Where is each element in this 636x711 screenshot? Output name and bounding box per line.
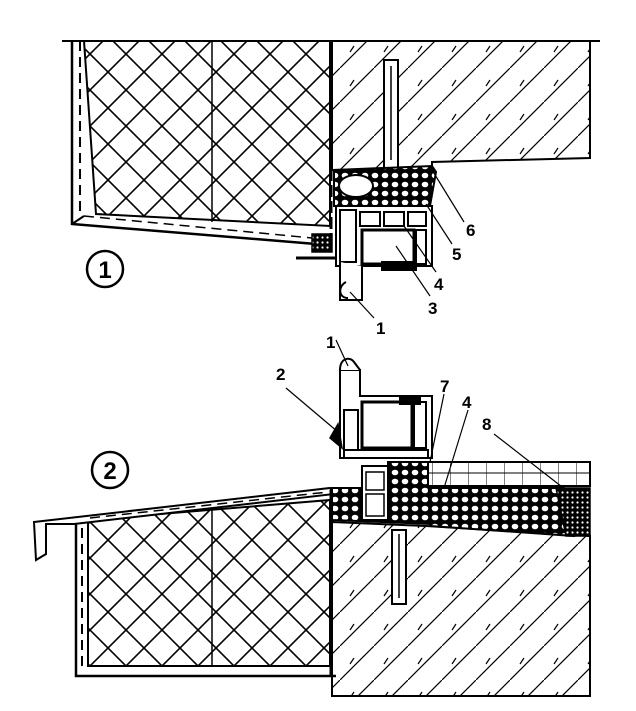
detail-1-marker: 1: [98, 257, 111, 284]
detail-2: 2 1 2 7 4 8: [32, 333, 591, 697]
window-frame-1: [335, 205, 433, 301]
detail-2-marker: 2: [103, 458, 116, 485]
floor-tiles-2: [427, 461, 591, 487]
masonry-sill-2: [331, 520, 591, 697]
callout-8-detail-2: 8: [482, 415, 491, 434]
callout-5-detail-1: 5: [452, 245, 461, 264]
insulation-block-2: [87, 498, 331, 667]
insulation-block-1: [82, 40, 331, 228]
callout-6-detail-1: 6: [466, 221, 475, 240]
callout-2-detail-2: 2: [276, 365, 285, 384]
callout-7-detail-2: 7: [440, 377, 449, 396]
detail-2-marker-circle: [90, 450, 130, 490]
detail-1-marker-circle: [85, 249, 125, 289]
callout-3-detail-1: 3: [428, 299, 437, 318]
callout-1-detail-2: 1: [326, 333, 335, 352]
callout-4-detail-2: 4: [462, 393, 472, 412]
callout-1-detail-1: 1: [376, 319, 385, 338]
window-frame-2: [339, 357, 433, 459]
masonry-lintel-1: [331, 40, 591, 172]
callout-4-detail-1: 4: [434, 275, 444, 294]
detail-1: 1 1 3 4 5 6: [62, 40, 600, 338]
